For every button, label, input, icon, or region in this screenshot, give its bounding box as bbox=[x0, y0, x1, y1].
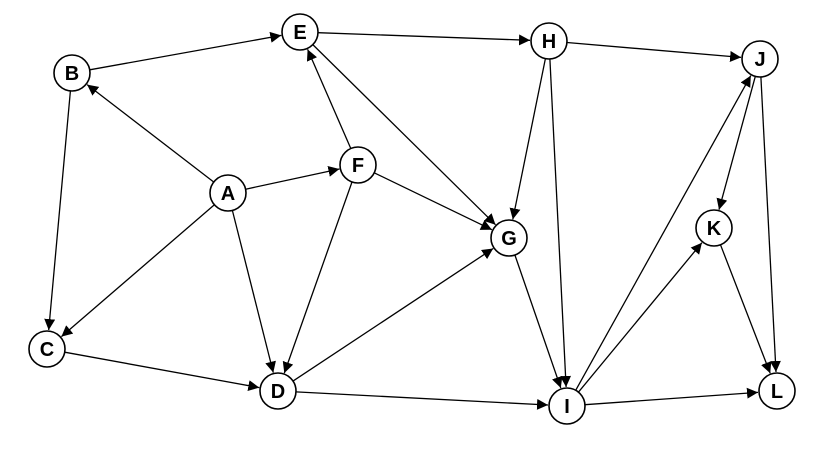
node-k: K bbox=[695, 209, 733, 247]
node-label: H bbox=[542, 31, 556, 53]
edge-a-to-f bbox=[245, 165, 340, 190]
edge-f-to-e bbox=[306, 49, 352, 149]
edge-h-to-g bbox=[509, 58, 547, 220]
edge-d-to-g bbox=[292, 247, 494, 382]
node-circle bbox=[758, 372, 796, 410]
node-label: L bbox=[771, 381, 783, 403]
edge-f-to-d bbox=[282, 181, 353, 374]
node-label: I bbox=[564, 396, 570, 418]
node-c: C bbox=[28, 330, 66, 368]
node-circle bbox=[53, 54, 91, 92]
node-circle bbox=[259, 372, 297, 410]
edge-h-to-i bbox=[549, 58, 572, 388]
node-a: A bbox=[209, 174, 247, 212]
edge-b-to-e bbox=[89, 31, 282, 71]
node-label: G bbox=[501, 228, 517, 250]
edge-a-to-c bbox=[60, 204, 215, 338]
node-i: I bbox=[548, 387, 586, 425]
edge-b-to-c bbox=[44, 90, 72, 331]
node-label: B bbox=[65, 63, 79, 85]
node-label: D bbox=[271, 381, 285, 403]
edge-i-to-k bbox=[577, 242, 703, 393]
edge-e-to-g bbox=[312, 44, 496, 226]
edge-a-to-b bbox=[86, 84, 215, 183]
edge-c-to-d bbox=[64, 351, 260, 392]
node-b: B bbox=[53, 54, 91, 92]
edge-k-to-l bbox=[719, 244, 772, 374]
edge-d-to-i bbox=[295, 391, 549, 410]
edge-j-to-k bbox=[716, 76, 756, 210]
edge-f-to-g bbox=[373, 172, 493, 231]
node-label: A bbox=[221, 183, 235, 205]
node-label: C bbox=[40, 339, 54, 361]
edge-a-to-d bbox=[231, 210, 276, 373]
node-circle bbox=[695, 209, 733, 247]
node-circle bbox=[28, 330, 66, 368]
node-l: L bbox=[758, 372, 796, 410]
node-label: K bbox=[707, 218, 722, 240]
node-label: F bbox=[352, 155, 364, 177]
edge-h-to-j bbox=[566, 41, 742, 62]
node-circle bbox=[209, 174, 247, 212]
node-d: D bbox=[259, 372, 297, 410]
nodes-layer: A B C D E F G H I J K L bbox=[28, 13, 796, 425]
edges-layer bbox=[44, 31, 781, 410]
node-h: H bbox=[530, 22, 568, 60]
edge-i-to-j bbox=[575, 75, 752, 391]
edge-g-to-i bbox=[514, 254, 563, 389]
node-circle bbox=[281, 13, 319, 51]
node-label: E bbox=[293, 22, 306, 44]
node-f: F bbox=[339, 146, 377, 184]
node-circle bbox=[490, 219, 528, 257]
node-circle bbox=[741, 40, 779, 78]
node-label: J bbox=[754, 49, 765, 71]
node-circle bbox=[339, 146, 377, 184]
edge-e-to-h bbox=[317, 32, 531, 46]
edge-i-to-l bbox=[584, 387, 759, 406]
edge-j-to-l bbox=[760, 76, 781, 373]
node-circle bbox=[548, 387, 586, 425]
node-circle bbox=[530, 22, 568, 60]
node-g: G bbox=[490, 219, 528, 257]
node-j: J bbox=[741, 40, 779, 78]
node-e: E bbox=[281, 13, 319, 51]
